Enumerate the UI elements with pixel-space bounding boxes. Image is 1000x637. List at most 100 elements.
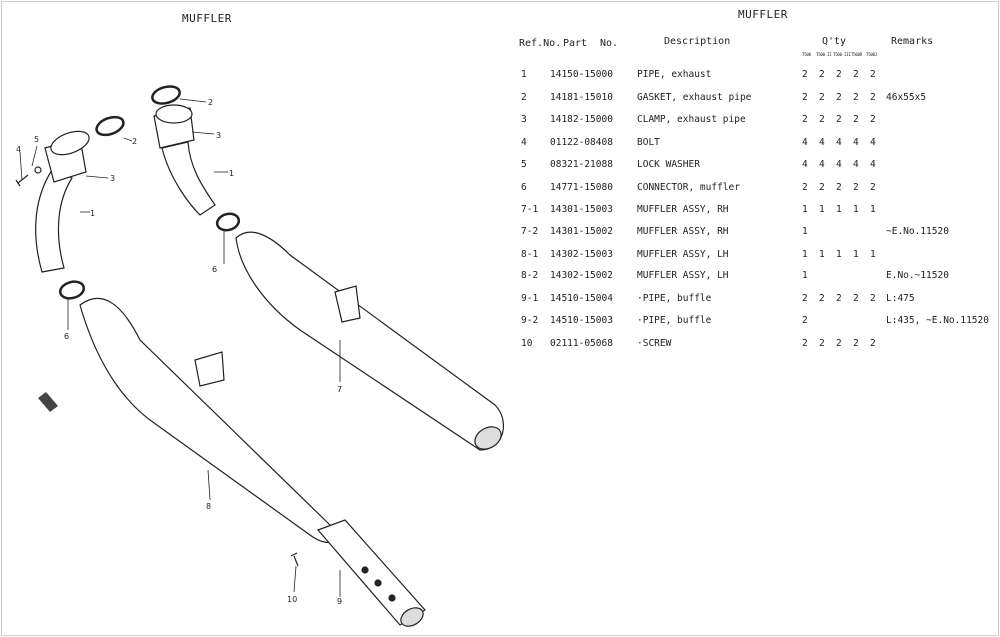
ref-no-cell: 2 — [521, 92, 527, 103]
qty-cell: 2 — [819, 114, 825, 125]
header-part: Part — [563, 38, 588, 49]
description-cell: GASKET, exhaust pipe — [637, 92, 752, 103]
qty-cell: 2 — [819, 92, 825, 103]
baffle-hole — [361, 566, 369, 574]
right-muffler-bracket — [334, 285, 361, 323]
part-no-cell: 14150-15000 — [550, 69, 613, 80]
right-exhaust-pipe — [161, 141, 216, 216]
qty-cell: 1 — [802, 249, 808, 260]
right-gasket — [151, 85, 181, 105]
qty-col-header: T500J — [866, 52, 878, 57]
callout-4: 4 — [16, 145, 21, 154]
lock-washer — [34, 166, 42, 174]
front-arrow-icon — [38, 392, 58, 412]
qty-cell: 1 — [836, 249, 842, 260]
description-cell: ·SCREW — [637, 338, 672, 349]
part-no-cell: 14181-15010 — [550, 92, 613, 103]
qty-cell: 2 — [802, 315, 808, 326]
part-no-cell: 14302-15003 — [550, 249, 613, 260]
qty-cell: 2 — [853, 293, 859, 304]
remarks-cell: L:435, ~E.No.11520 — [886, 315, 989, 326]
qty-cell: 2 — [802, 338, 808, 349]
qty-col-header: T500R — [851, 52, 863, 57]
description-cell: ·PIPE, buffle — [637, 293, 712, 304]
callout-6-left: 6 — [64, 332, 69, 341]
qty-cell: 4 — [853, 137, 859, 148]
qty-cell: 2 — [853, 182, 859, 193]
qty-cell: 2 — [836, 338, 842, 349]
remarks-cell: 46x55x5 — [886, 92, 927, 103]
part-no-cell: 01122-08408 — [550, 137, 613, 148]
ref-no-cell: 10 — [521, 338, 533, 349]
exploded-diagram: 1 2 3 4 5 6 7 8 9 10 1 2 3 6 — [15, 85, 504, 627]
qty-cell: 2 — [870, 114, 876, 125]
baffle-hole — [388, 594, 396, 602]
qty-cell: 2 — [853, 92, 859, 103]
description-cell: PIPE, exhaust — [637, 69, 712, 80]
description-cell: MUFFLER ASSY, RH — [637, 226, 729, 237]
part-no-cell: 08321-21088 — [550, 159, 613, 170]
qty-cell: 2 — [836, 69, 842, 80]
qty-cell: 1 — [802, 270, 808, 281]
qty-cell: 4 — [870, 159, 876, 170]
qty-cell: 1 — [853, 249, 859, 260]
ref-no-cell: 1 — [521, 69, 527, 80]
qty-cell: 1 — [819, 249, 825, 260]
qty-cell: 1 — [802, 204, 808, 215]
bolt — [15, 174, 29, 187]
qty-col-header: T500 — [802, 52, 811, 57]
table-title: MUFFLER — [738, 8, 788, 21]
header-qty: Q'ty — [822, 36, 847, 47]
qty-cell: 1 — [853, 204, 859, 215]
left-baffle-end — [400, 607, 424, 627]
qty-cell: 4 — [836, 159, 842, 170]
callout-9: 9 — [337, 597, 342, 606]
ref-no-cell: 7-2 — [521, 226, 539, 237]
callout-2-right: 2 — [208, 98, 213, 107]
callout-7: 7 — [337, 385, 342, 394]
description-cell: ·PIPE, buffle — [637, 315, 712, 326]
ref-no-cell: 7-1 — [521, 204, 539, 215]
description-cell: MUFFLER ASSY, LH — [637, 270, 729, 281]
part-no-cell: 14771-15080 — [550, 182, 613, 193]
qty-cell: 2 — [836, 293, 842, 304]
qty-cell: 4 — [870, 137, 876, 148]
callout-1: 1 — [90, 209, 95, 218]
qty-cell: 4 — [819, 159, 825, 170]
qty-col-header: T500-II — [816, 52, 832, 57]
qty-cell: 1 — [836, 204, 842, 215]
ref-no-cell: 9-1 — [521, 293, 539, 304]
qty-cell: 4 — [819, 137, 825, 148]
right-muffler-end — [474, 426, 502, 450]
description-cell: CONNECTOR, muffler — [637, 182, 740, 193]
remarks-cell: ~E.No.11520 — [886, 226, 949, 237]
qty-cell: 4 — [853, 159, 859, 170]
header-ref-no: Ref.No. — [519, 38, 562, 49]
qty-cell: 4 — [802, 159, 808, 170]
qty-cell: 2 — [819, 338, 825, 349]
qty-cell: 2 — [870, 293, 876, 304]
part-no-cell: 14301-15003 — [550, 204, 613, 215]
left-baffle-pipe — [316, 519, 426, 626]
header-remarks: Remarks — [891, 36, 934, 47]
callout-8: 8 — [206, 502, 211, 511]
ref-no-cell: 5 — [521, 159, 527, 170]
ref-no-cell: 8-2 — [521, 270, 539, 281]
description-cell: MUFFLER ASSY, RH — [637, 204, 729, 215]
qty-cell: 2 — [836, 114, 842, 125]
callout-2: 2 — [132, 137, 137, 146]
qty-cell: 2 — [870, 92, 876, 103]
qty-cell: 1 — [819, 204, 825, 215]
callout-6-right: 6 — [212, 265, 217, 274]
left-connector — [58, 280, 86, 300]
diagram-title: MUFFLER — [182, 12, 232, 25]
left-muffler-bracket — [194, 351, 225, 387]
